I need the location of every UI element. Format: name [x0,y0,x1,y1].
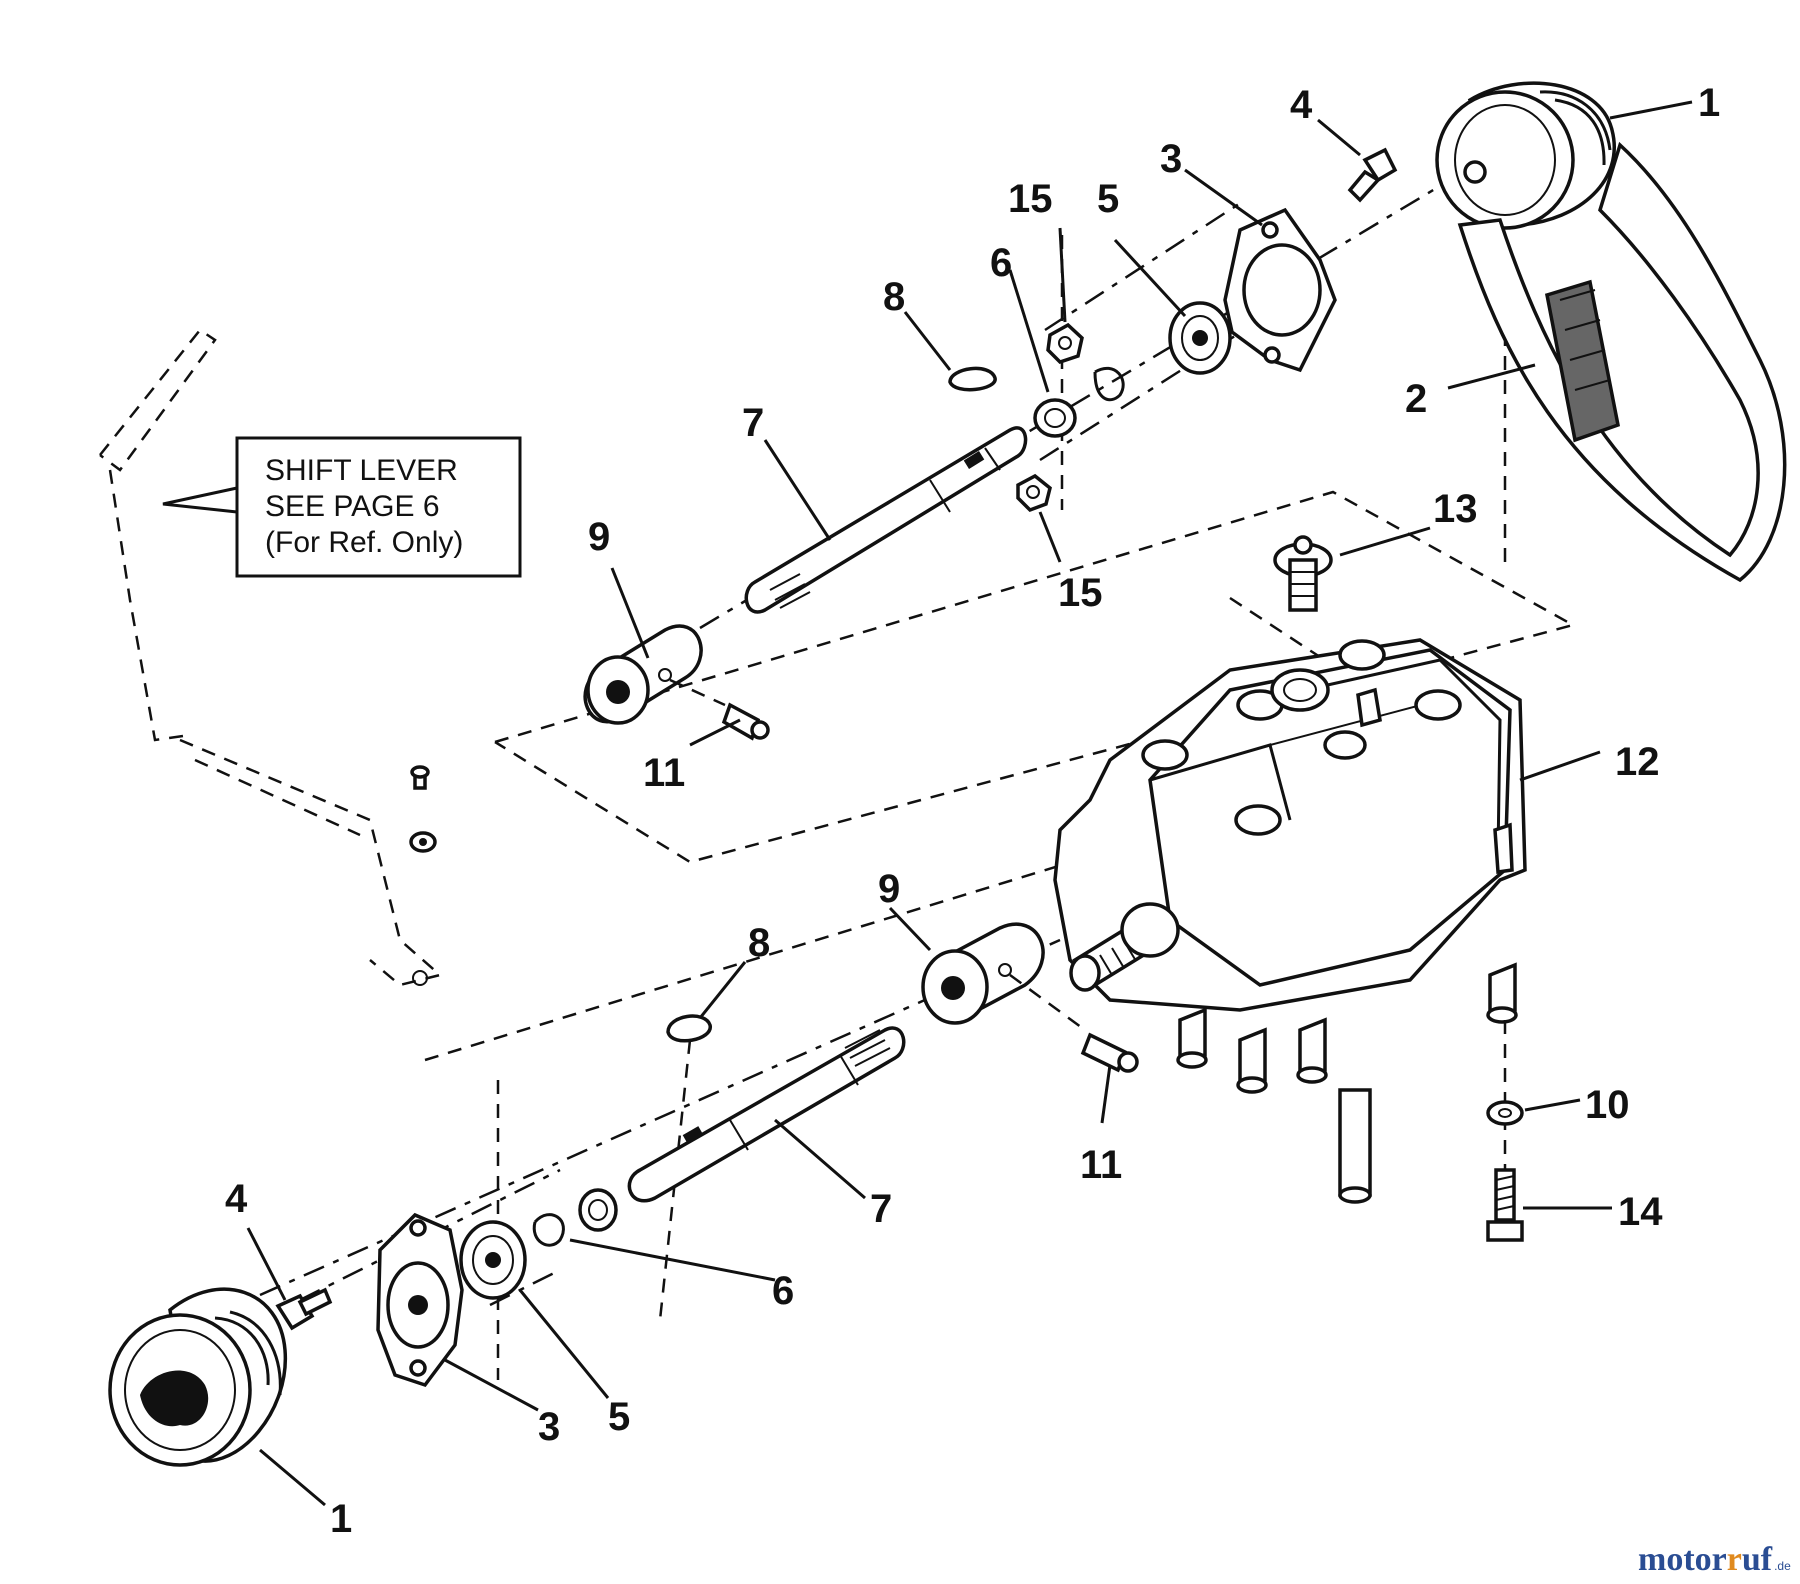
key-bottom [666,1014,712,1043]
key-top [948,366,997,392]
callout-bearing-top: 5 [1097,177,1119,221]
callout-pulley-bottom: 1 [330,1497,352,1541]
shaft-bottom [627,1026,906,1203]
setscrew-bottom [1009,973,1139,1073]
callout-bearing-bottom: 5 [608,1395,630,1439]
callout-belt: 2 [1405,377,1427,421]
svg-text:motorruf.de: motorruf.de [1638,1541,1791,1578]
callout-nut-top-b: 15 [1058,571,1103,615]
callout-shaft-bottom: 7 [870,1187,892,1231]
bearing-bottom [459,1220,527,1300]
bolt-gearbox [1486,1168,1524,1242]
note-line-2: SEE PAGE 6 [265,490,440,523]
flange-bottom [376,1212,464,1388]
callout-washer: 10 [1585,1083,1630,1127]
callout-setscrew-top: 11 [643,751,685,795]
shaft-top [744,426,1028,614]
coupler-top [583,624,703,725]
loose-screws [409,765,437,853]
callout-flange-top: 3 [1160,137,1182,181]
callout-coupler-top: 9 [588,515,610,559]
watermark-logo: motorruf.de [1638,1541,1791,1578]
bolt-bottom [275,1287,333,1331]
callout-vent-plug: 13 [1433,487,1478,531]
callout-key-bottom: 8 [748,921,770,965]
note-line-3: (For Ref. Only) [265,526,463,559]
callout-bolt-top: 4 [1290,83,1313,127]
top-bolt-axis-a [1044,198,1246,332]
leader-lines [246,100,1693,1507]
nut-top-a [1046,322,1084,365]
callout-bolt-bottom: 4 [225,1177,248,1221]
callout-nut-top-a: 15 [1008,177,1053,221]
callout-snap-ring-bottom: 6 [772,1269,794,1313]
bottom-bolt-axis-b [489,1268,561,1307]
callout-shaft-top: 7 [742,401,764,445]
coupler-bottom [921,922,1045,1025]
gearbox [1053,638,1527,1204]
callout-flange-bottom: 3 [538,1405,560,1449]
callout-bolt-gearbox: 14 [1618,1190,1663,1234]
note-line-1: SHIFT LEVER [265,454,458,487]
callout-coupler-bottom: 9 [878,867,900,911]
nut-top-b [1016,473,1052,513]
callout-snap-ring-top: 6 [990,241,1012,285]
bearing-top [1168,301,1232,375]
top-bolt-axis-b [1039,318,1261,462]
callout-gearbox: 12 [1615,740,1660,784]
callout-setscrew-bottom: 11 [1080,1143,1122,1187]
flange-top [1223,207,1337,373]
callout-key-top: 8 [883,275,905,319]
setscrew-top [669,678,770,741]
vent-plug [1273,535,1333,612]
bolt-top [1347,147,1398,203]
pulley-top [1435,81,1616,230]
snap-ring-top [1033,366,1125,438]
v-belt [1457,141,1787,583]
pulley-bottom [108,1287,288,1467]
shift-lever-outline [99,328,443,987]
snap-ring-bottom [532,1188,618,1247]
shift-lever-note: SHIFT LEVER SEE PAGE 6 (For Ref. Only) [162,436,522,578]
washer [1486,1100,1524,1126]
callout-pulley-top: 1 [1698,81,1720,125]
callout-numbers: 1 2 3 4 5 6 15 15 8 7 9 11 13 12 9 8 11 … [225,81,1720,1541]
